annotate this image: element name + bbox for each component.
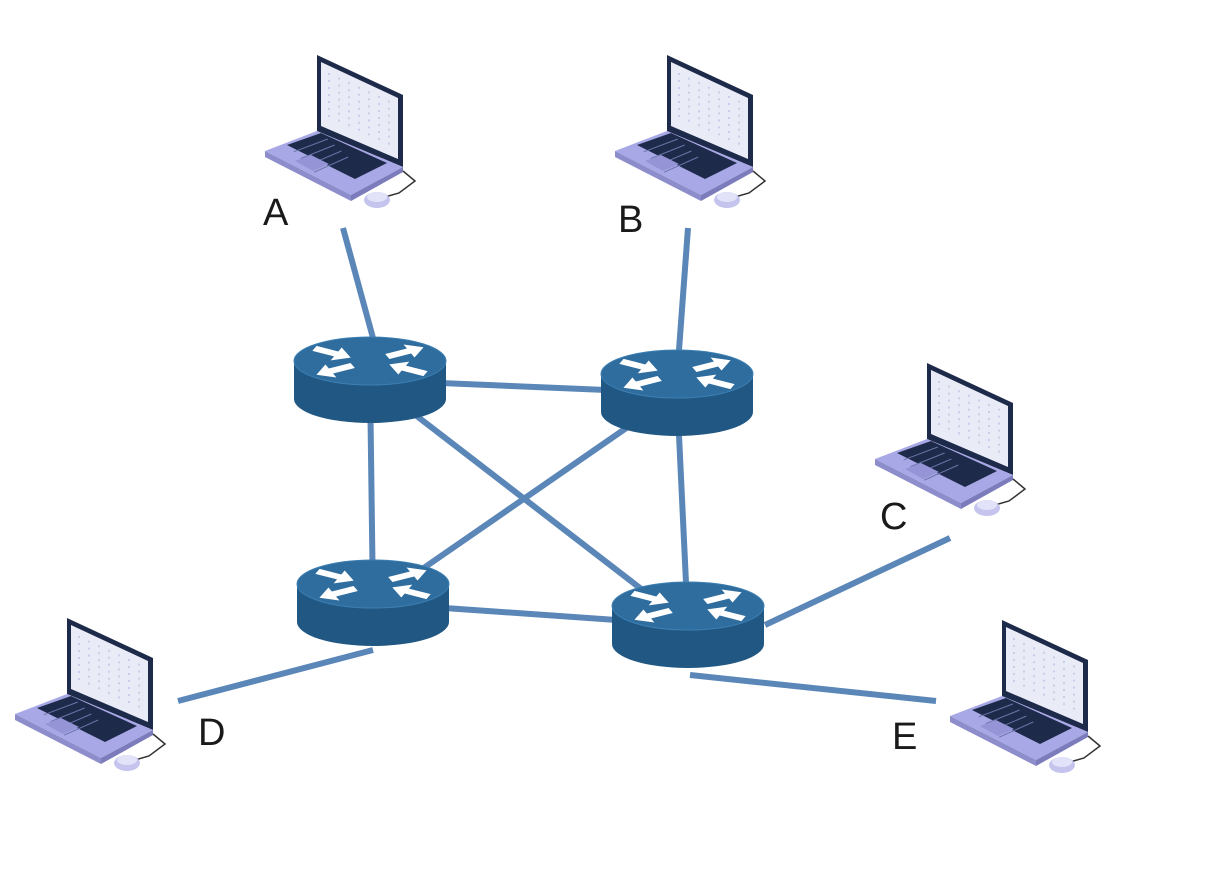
host-label-a: A — [263, 192, 289, 234]
router-r2 — [600, 349, 754, 436]
link-a-r1 — [340, 227, 376, 339]
hosts-layer — [15, 55, 1102, 773]
link-c-r4 — [763, 535, 952, 628]
laptop-icon — [875, 363, 1027, 516]
host-labels: A B C D E — [198, 192, 917, 758]
router-top — [600, 349, 754, 399]
laptop-icon — [265, 55, 417, 208]
router-r1 — [293, 336, 447, 423]
router-top — [296, 559, 450, 609]
router-icon — [619, 357, 735, 391]
laptop-icon — [950, 620, 1102, 773]
link-d-r3 — [177, 647, 374, 704]
host-a — [265, 55, 417, 208]
host-e — [950, 620, 1102, 773]
host-d — [15, 618, 167, 771]
host-label-d: D — [198, 712, 225, 754]
laptop-icon — [15, 618, 167, 771]
host-b — [615, 55, 767, 208]
link-b-r2 — [676, 227, 691, 351]
routers-layer — [293, 336, 765, 668]
router-icon — [315, 567, 431, 601]
link-e-r4 — [689, 672, 937, 704]
router-top — [293, 336, 447, 386]
router-icon — [630, 589, 746, 623]
host-label-c: C — [880, 496, 907, 538]
router-icon — [312, 344, 428, 378]
host-label-b: B — [618, 199, 643, 241]
router-r3 — [296, 559, 450, 646]
router-r4 — [611, 581, 765, 668]
laptop-icon — [615, 55, 767, 208]
router-top — [611, 581, 765, 631]
host-c — [875, 363, 1027, 516]
link-r1-r4 — [368, 377, 690, 628]
host-label-e: E — [892, 716, 917, 758]
